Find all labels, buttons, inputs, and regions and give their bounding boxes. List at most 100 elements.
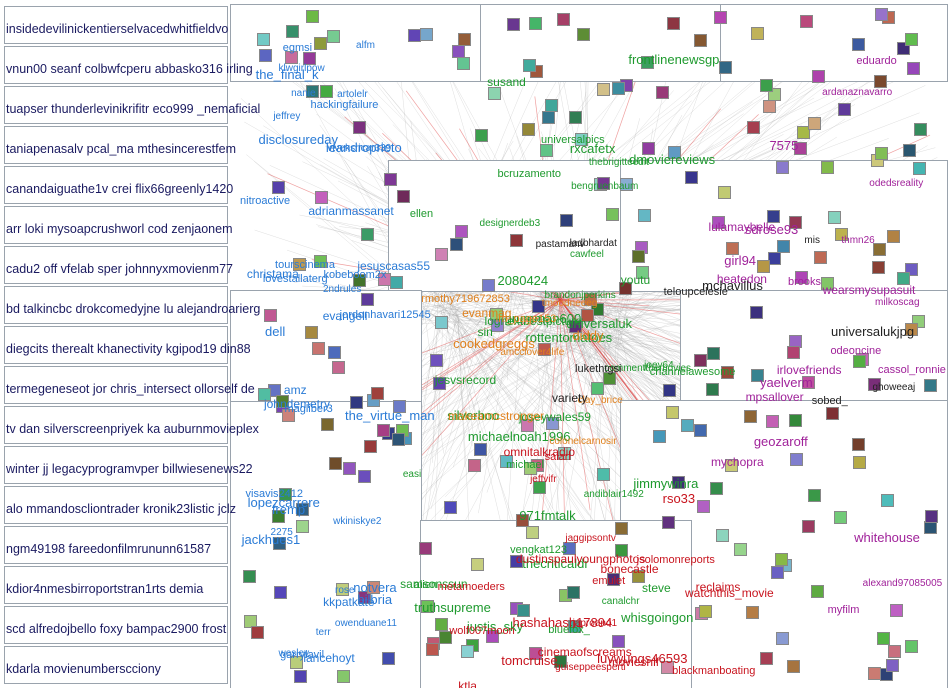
graph-node-thumbnail	[282, 409, 296, 423]
cluster-group-box	[230, 290, 422, 402]
green-node-label: lognextbestpicture	[484, 313, 582, 328]
blue-node-label: jordonhavari12545	[339, 309, 431, 322]
blue-node-label: adrianmassanet	[308, 204, 394, 219]
left-cluster-row	[4, 126, 228, 164]
graph-edge	[522, 321, 583, 432]
purple-node-label: yaelverm	[759, 374, 813, 390]
graph-node-thumbnail	[799, 14, 813, 28]
graph-edge	[538, 265, 564, 568]
graph-node-thumbnail	[618, 282, 632, 296]
dark-node-label: lukethtgsi	[575, 362, 622, 375]
graph-node-thumbnail	[293, 669, 307, 683]
graph-node-thumbnail	[314, 36, 328, 50]
graph-node-thumbnail	[759, 78, 773, 92]
graph-node-thumbnail	[775, 161, 789, 175]
blue-node-label: visavis2412	[245, 487, 304, 500]
graph-node-thumbnail	[786, 345, 800, 359]
graph-node-thumbnail	[714, 10, 727, 24]
graph-node-thumbnail	[473, 442, 487, 456]
purple-node-label: irlovefriends	[776, 362, 842, 377]
graph-node-thumbnail	[807, 489, 821, 503]
graph-node-thumbnail	[583, 292, 597, 306]
graph-node-thumbnail	[482, 279, 496, 293]
red-node-label: metamoeders	[437, 580, 505, 593]
green-node-label: rottentomatoes	[525, 329, 613, 345]
purple-node-label: thmn26	[841, 234, 875, 246]
left-cluster-row	[4, 526, 228, 564]
graph-node-thumbnail	[425, 642, 439, 656]
graph-node-thumbnail	[244, 614, 258, 628]
graph-node-thumbnail	[826, 407, 840, 421]
cluster-group-box	[480, 4, 722, 82]
graph-node-thumbnail	[258, 48, 272, 62]
graph-edge	[559, 299, 650, 307]
graph-edge	[441, 295, 693, 300]
left-cluster-label: kdior4nmesbirroportstran1rts demia	[6, 582, 204, 596]
graph-node-thumbnail	[419, 541, 433, 555]
graph-node-thumbnail	[434, 315, 448, 329]
graph-node-thumbnail	[392, 433, 406, 447]
purple-node-label: lulamaybelle	[708, 219, 776, 234]
graph-node-thumbnail	[576, 27, 590, 41]
graph-node-thumbnail	[851, 437, 865, 451]
graph-node-thumbnail	[717, 186, 731, 200]
graph-node-thumbnail	[574, 132, 588, 146]
green-node-label: truthsupreme	[414, 599, 491, 615]
graph-edge	[457, 313, 470, 527]
graph-node-thumbnail	[620, 177, 634, 191]
green-node-label: brandonjperkins	[544, 290, 616, 302]
graph-node-thumbnail	[450, 237, 464, 251]
graph-edge	[607, 342, 654, 369]
purple-node-label: milkoscag	[875, 296, 920, 308]
green-node-label: samsonssun	[400, 577, 468, 592]
graph-node-thumbnail	[667, 17, 681, 31]
graph-edge	[438, 310, 582, 347]
graph-node-thumbnail	[788, 414, 802, 427]
purple-node-label: geozaroff	[753, 434, 808, 450]
graph-node-thumbnail	[314, 190, 328, 204]
graph-node-thumbnail	[597, 83, 611, 97]
graph-node-thumbnail	[820, 161, 834, 175]
dark-node-label: mis	[804, 235, 820, 247]
red-node-label: bonecastle	[600, 561, 659, 576]
green-node-label: channelawesome	[649, 365, 736, 378]
red-node-label: guiseppeesperti	[555, 661, 626, 673]
left-cluster-label: winter jj legacyprogramvper billwiesenew…	[6, 462, 253, 476]
graph-node-thumbnail	[393, 400, 407, 414]
red-node-label: omnitalkradio	[503, 444, 575, 459]
green-node-label: silverboo	[447, 408, 500, 424]
dark-node-label: mchavillus	[702, 277, 763, 293]
graph-edge	[610, 324, 634, 350]
left-cluster-label: cadu2 off vfelab sper johnnyxmovienm77	[6, 262, 233, 276]
left-cluster-label: ngm49198 fareedonfilmrununn61587	[6, 542, 212, 556]
left-cluster-label: kdarla movienumberscciony	[6, 662, 161, 676]
graph-node-thumbnail	[662, 515, 676, 529]
red-node-label: jsolomonreports	[636, 554, 715, 567]
graph-node-thumbnail	[360, 227, 374, 241]
graph-node-thumbnail	[793, 142, 807, 156]
graph-node-thumbnail	[771, 566, 785, 580]
graph-node-thumbnail	[353, 121, 367, 135]
graph-node-thumbnail	[553, 654, 567, 668]
graph-node-thumbnail	[611, 81, 625, 95]
graph-node-thumbnail	[767, 210, 781, 224]
green-node-label: alien	[413, 578, 437, 591]
graph-node-thumbnail	[751, 27, 765, 41]
left-cluster-row	[4, 606, 228, 644]
graph-node-thumbnail	[521, 418, 535, 432]
graph-node-thumbnail	[353, 274, 367, 288]
graph-node-thumbnail	[631, 570, 645, 584]
graph-edge	[470, 282, 570, 426]
graph-node-thumbnail	[510, 233, 524, 247]
graph-node-thumbnail	[811, 584, 825, 598]
blue-node-label: magliber3	[284, 403, 333, 416]
green-node-label: bengruenbaum	[571, 180, 639, 192]
green-node-label: bcruzamento	[497, 168, 562, 181]
red-node-label: jaggipsontv	[565, 533, 616, 544]
left-cluster-row	[4, 46, 228, 84]
graph-node-thumbnail	[545, 417, 559, 431]
blue-node-label: kobeboom2x	[323, 268, 387, 281]
graph-node-thumbnail	[320, 418, 334, 432]
graph-node-thumbnail	[326, 29, 340, 43]
